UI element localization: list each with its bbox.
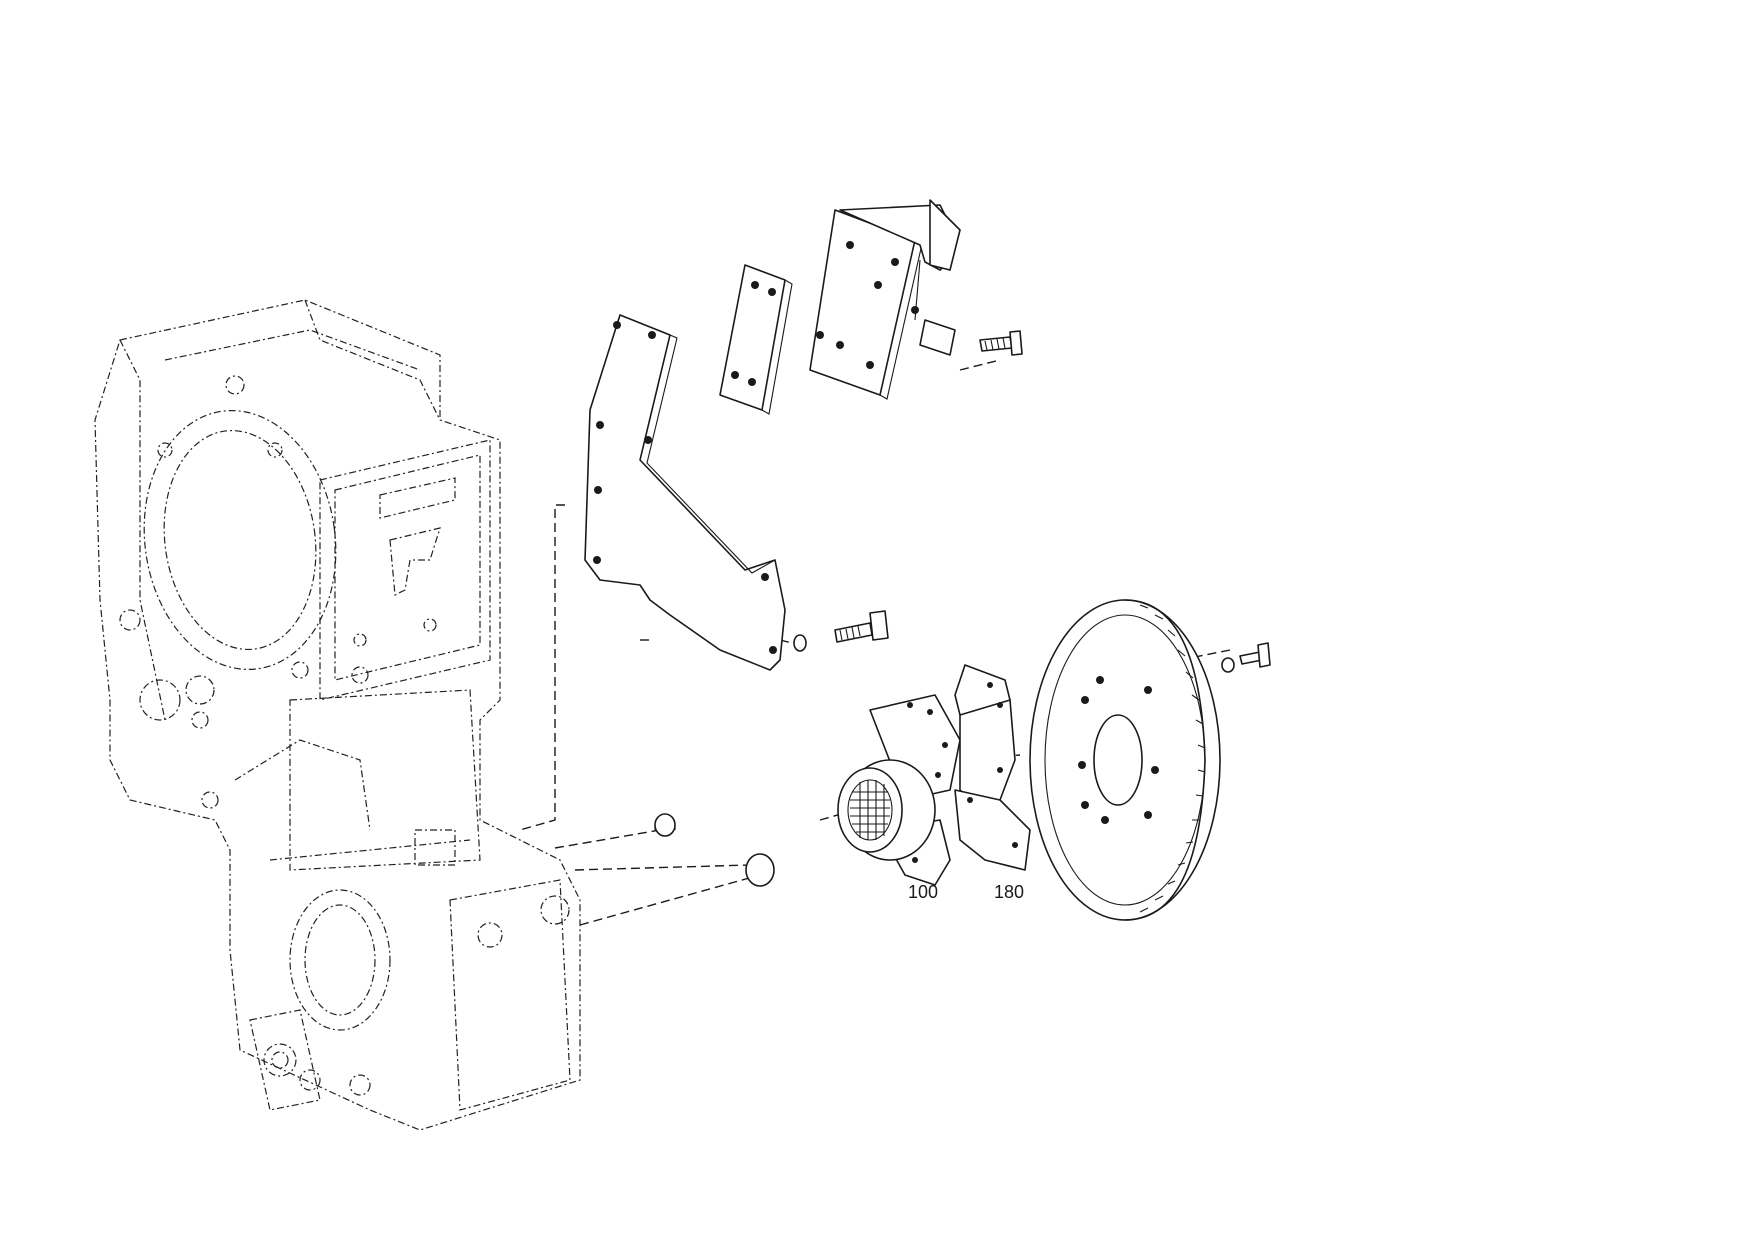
flywheel-ring [1029, 599, 1221, 921]
coupling-hub-100 [837, 694, 961, 886]
plug-upper [654, 813, 676, 837]
transmission-housing [94, 299, 581, 1131]
bolt-right [1239, 642, 1271, 668]
washer-middle [793, 634, 807, 652]
spacer-plate [719, 264, 793, 415]
bolt-middle [834, 610, 889, 643]
mounting-bracket [584, 314, 786, 671]
washer-right [1221, 657, 1235, 673]
part-label-180: 180 [994, 882, 1025, 902]
bolt-upper-right [979, 330, 1023, 356]
plug-lower [745, 853, 775, 887]
segment-disc-180 [954, 664, 1031, 871]
part-label-100: 100 [908, 882, 939, 902]
support-bracket [809, 199, 961, 400]
